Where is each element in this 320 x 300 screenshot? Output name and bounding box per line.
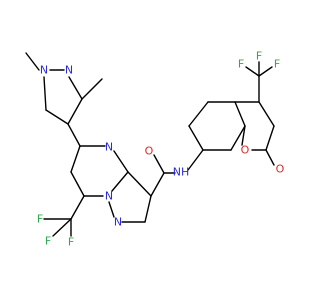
atom-labels: N N N N N O NH O O F F F F F F <box>37 50 285 249</box>
atom-n-pyrazole-1: N <box>40 64 48 77</box>
atom-f-left-3: F <box>45 235 51 248</box>
bond-c3-c3a <box>127 171 152 197</box>
bond-n8-n1 <box>108 201 115 218</box>
bond-n4-c3a <box>113 150 129 173</box>
bond-cf3-f-upper-right <box>258 66 273 77</box>
atom-o-coumarin-ring: O <box>241 144 250 157</box>
atom-o-coumarin-keto: O <box>276 163 285 176</box>
atom-f-left-2: F <box>68 236 74 249</box>
atom-n-pyrazole-2: N <box>65 64 73 77</box>
bond-link-pyrazole <box>67 123 81 147</box>
atom-f-left-1: F <box>37 213 43 226</box>
chemical-structure-diagram: N N N N N O NH O O F F F F F F <box>25 50 285 249</box>
atom-f-right-2: F <box>238 58 244 71</box>
bond-methyl-n1 <box>25 52 40 71</box>
bond-c4a-c8a <box>234 101 246 127</box>
atom-n-fused-pyrazole: N <box>114 216 122 229</box>
bond-c5-n1 <box>43 76 47 111</box>
bond-c2-c3 <box>144 195 152 223</box>
bond-cf3-f-upper-left <box>245 66 260 77</box>
bond-cf3-f-lower-left <box>52 218 72 237</box>
bond-c7-cf3 <box>70 195 85 220</box>
bond-carbonyl-o <box>153 154 165 174</box>
atom-f-right-1: F <box>256 50 262 63</box>
bond-c8a-c8 <box>230 125 246 151</box>
bond-c5-c6 <box>70 145 81 173</box>
bond-c3-c4 <box>67 98 83 125</box>
bond-nh-c7 <box>187 149 204 171</box>
bond-n8-c3a <box>111 171 129 192</box>
bond-c6-c7 <box>70 171 85 197</box>
atom-nh-amide: NH <box>173 166 190 179</box>
bond-c4-c5 <box>45 109 69 125</box>
bond-c4-c3 <box>258 101 275 127</box>
bond-c3-carbonyl <box>150 172 165 197</box>
bond-n2-c3 <box>68 76 83 100</box>
atom-n-pyrimidine: N <box>105 141 113 154</box>
bond-c2-keto <box>265 149 275 166</box>
bond-c6-c5 <box>188 101 209 127</box>
atom-f-right-3: F <box>274 58 280 71</box>
bond-o1-c8a <box>241 125 246 146</box>
bond-skeleton <box>25 52 275 237</box>
atom-o-amide: O <box>145 145 154 158</box>
bond-c3-methyl <box>81 78 103 100</box>
bond-c3-c2 <box>265 125 275 151</box>
atom-n-bridgehead: N <box>105 190 113 203</box>
bond-c7-c6 <box>188 125 204 151</box>
